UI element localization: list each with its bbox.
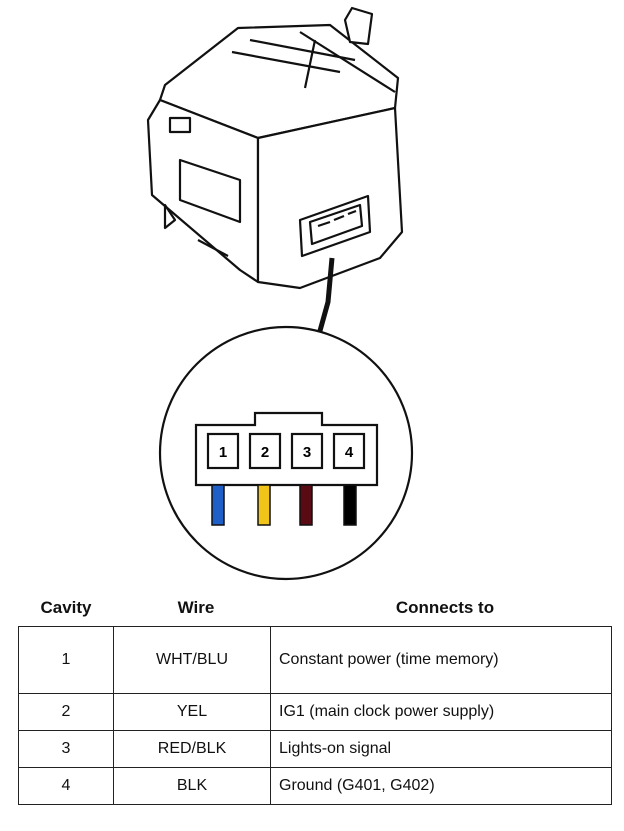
pin-number-1: 1 <box>219 444 227 461</box>
harness-wire <box>315 257 335 339</box>
connects-cell: Lights-on signal <box>270 730 612 768</box>
cavity-cell: 2 <box>18 693 114 731</box>
connector-diagram: 1 2 3 4 <box>146 6 414 581</box>
pinout-grid: 1 WHT/BLU Constant power (time memory) 2… <box>18 626 612 805</box>
header-connects-to: Connects to <box>395 598 495 617</box>
wire-2 <box>257 484 271 526</box>
wire-cell: RED/BLK <box>113 730 271 768</box>
header-wire: Wire <box>177 598 215 617</box>
table-row: 4 BLK Ground (G401, G402) <box>18 767 612 805</box>
pin-number-3: 3 <box>303 444 311 461</box>
connector-face <box>194 411 379 487</box>
connects-cell: IG1 (main clock power supply) <box>270 693 612 731</box>
table-row: 3 RED/BLK Lights-on signal <box>18 730 612 768</box>
wire-1 <box>211 484 225 526</box>
pin-number-2: 2 <box>261 444 269 461</box>
table-row: 2 YEL IG1 (main clock power supply) <box>18 693 612 731</box>
wire-cell: YEL <box>113 693 271 731</box>
wire-cell: BLK <box>113 767 271 805</box>
connects-cell: Constant power (time memory) <box>270 626 612 694</box>
wire-4 <box>343 484 357 526</box>
pin-wires <box>211 484 357 526</box>
pin-number-4: 4 <box>345 444 354 461</box>
cavity-cell: 1 <box>18 626 114 694</box>
cavity-cell: 3 <box>18 730 114 768</box>
cavity-cell: 4 <box>18 767 114 805</box>
connects-cell: Ground (G401, G402) <box>270 767 612 805</box>
clock-module-unit <box>146 6 404 290</box>
wire-3 <box>299 484 313 526</box>
header-cavity: Cavity <box>40 598 92 617</box>
table-row: 1 WHT/BLU Constant power (time memory) <box>18 626 612 694</box>
wire-cell: WHT/BLU <box>113 626 271 694</box>
